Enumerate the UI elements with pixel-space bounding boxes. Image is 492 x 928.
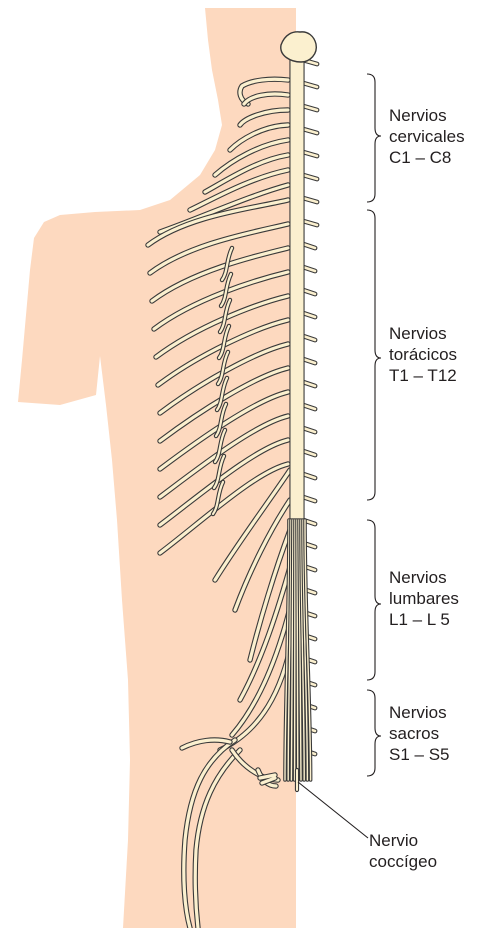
label-sacral-line2: sacros <box>389 723 450 744</box>
label-sacral-line3: S1 – S5 <box>389 744 450 765</box>
label-cervical-line3: C1 – C8 <box>389 147 465 168</box>
label-coccygeal-line1: Nervio <box>369 830 437 851</box>
bracket-cervical <box>367 74 381 202</box>
bracket-thoracic <box>367 210 381 500</box>
bracket-lumbar <box>367 520 381 680</box>
bracket-sacral <box>367 690 381 776</box>
label-cervical-line2: cervicales <box>389 126 465 147</box>
label-coccygeal: Nervio coccígeo <box>369 830 437 872</box>
leader-coccygeal <box>298 782 368 838</box>
label-cervical-line1: Nervios <box>389 105 465 126</box>
label-sacral: Nervios sacros S1 – S5 <box>389 702 450 765</box>
label-cervical: Nervios cervicales C1 – C8 <box>389 105 465 168</box>
label-lumbar: Nervios lumbares L1 – L 5 <box>389 567 459 630</box>
label-sacral-line1: Nervios <box>389 702 450 723</box>
label-thoracic-line3: T1 – T12 <box>389 365 457 386</box>
label-thoracic: Nervios torácicos T1 – T12 <box>389 323 457 386</box>
label-coccygeal-line2: coccígeo <box>369 851 437 872</box>
label-lumbar-line2: lumbares <box>389 588 459 609</box>
label-thoracic-line1: Nervios <box>389 323 457 344</box>
torso-silhouette <box>18 8 296 928</box>
brainstem-cap <box>281 32 317 62</box>
label-lumbar-line1: Nervios <box>389 567 459 588</box>
label-thoracic-line2: torácicos <box>389 344 457 365</box>
label-lumbar-line3: L1 – L 5 <box>389 609 459 630</box>
